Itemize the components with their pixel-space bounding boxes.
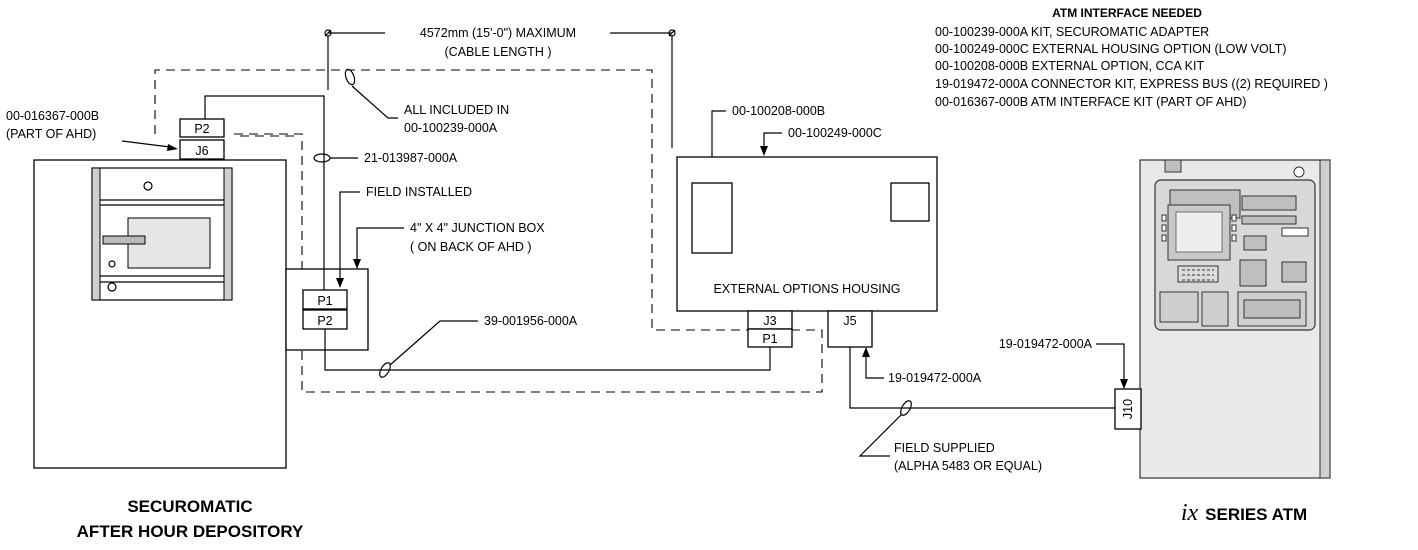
cable-39-callout: 39-001956-000A bbox=[484, 314, 578, 328]
junction-box: P1 P2 bbox=[285, 268, 369, 351]
junction-box-callout-line1: 4" X 4" JUNCTION BOX bbox=[410, 221, 545, 235]
cable-length-line2: (CABLE LENGTH ) bbox=[445, 45, 552, 59]
cable-length-line1: 4572mm (15'-0") MAXIMUM bbox=[420, 26, 576, 40]
connector-j5-label: J5 bbox=[843, 314, 856, 328]
connector-j3-label: J3 bbox=[763, 314, 776, 328]
connector-j10-label: J10 bbox=[1121, 399, 1135, 419]
field-supplied-line1: FIELD SUPPLIED bbox=[894, 441, 995, 455]
connector-j5 bbox=[827, 310, 873, 348]
connector-p2-top bbox=[179, 118, 225, 138]
ix-series-atm: J10 ix SERIES ATM bbox=[1114, 159, 1331, 526]
securomatic-title-line2: AFTER HOUR DEPOSITORY bbox=[77, 522, 304, 541]
cable-21-callout: 21-013987-000A bbox=[364, 151, 458, 165]
connector-p2-junction-label: P2 bbox=[317, 314, 332, 328]
field-installed-callout: FIELD INSTALLED bbox=[366, 185, 472, 199]
housing-option-callout: 00-100249-000C bbox=[788, 126, 882, 140]
interface-item: 00-016367-000B ATM INTERFACE KIT (PART O… bbox=[935, 95, 1246, 109]
atm-title-prefix: ix bbox=[1181, 500, 1199, 526]
housing-label: EXTERNAL OPTIONS HOUSING bbox=[713, 282, 900, 296]
cables bbox=[204, 95, 1115, 409]
all-included-line1: ALL INCLUDED IN bbox=[404, 103, 509, 117]
housing-component bbox=[890, 182, 930, 222]
connector-j6 bbox=[179, 139, 225, 160]
cca-board bbox=[691, 182, 733, 254]
interface-item: 19-019472-000A CONNECTOR KIT, EXPRESS BU… bbox=[935, 77, 1328, 91]
connector-p2-top-label: P2 bbox=[194, 122, 209, 136]
interface-needed-heading: ATM INTERFACE NEEDED bbox=[1052, 6, 1202, 20]
all-included-line2: 00-100239-000A bbox=[404, 121, 498, 135]
interface-needed-list: ATM INTERFACE NEEDED 00-100239-000A KIT,… bbox=[935, 6, 1328, 109]
connector-p1-housing bbox=[747, 328, 793, 348]
connector-j10 bbox=[1114, 388, 1142, 430]
field-supplied-line2: (ALPHA 5483 OR EQUAL) bbox=[894, 459, 1042, 473]
external-options-housing: EXTERNAL OPTIONS HOUSING J3 P1 J5 bbox=[676, 156, 938, 348]
interface-item: 00-100249-000C EXTERNAL HOUSING OPTION (… bbox=[935, 42, 1287, 56]
connector-j5-callout: 19-019472-000A bbox=[888, 371, 982, 385]
depository-panel bbox=[91, 167, 233, 301]
connector-j6-label: J6 bbox=[195, 144, 208, 158]
cable-length-dimension: 4572mm (15'-0") MAXIMUM (CABLE LENGTH ) bbox=[324, 26, 676, 148]
connector-p1-junction-label: P1 bbox=[317, 294, 332, 308]
adapter-kit-boundary bbox=[154, 69, 823, 393]
connector-p1-housing-label: P1 bbox=[762, 332, 777, 346]
interface-item: 00-100239-000A KIT, SECUROMATIC ADAPTER bbox=[935, 25, 1209, 39]
atm-title-suffix: SERIES ATM bbox=[1205, 505, 1307, 524]
atm-title: ix SERIES ATM bbox=[1181, 500, 1307, 526]
callouts: 00-016367-000B (PART OF AHD) ALL INCLUDE… bbox=[6, 85, 1128, 473]
securomatic-title-line1: SECUROMATIC bbox=[127, 497, 252, 516]
interface-item: 00-100208-000B EXTERNAL OPTION, CCA KIT bbox=[935, 59, 1204, 73]
connector-p1-junction bbox=[302, 289, 348, 310]
cca-kit-callout: 00-100208-000B bbox=[732, 104, 825, 118]
ahd-kit-callout-line2: (PART OF AHD) bbox=[6, 127, 96, 141]
junction-box-callout-line2: ( ON BACK OF AHD ) bbox=[410, 240, 532, 254]
connector-j10-callout: 19-019472-000A bbox=[999, 337, 1093, 351]
ahd-kit-callout-line1: 00-016367-000B bbox=[6, 109, 99, 123]
securomatic-depository: P2 J6 SECUROMATIC AFTER HOUR DEPOSITORY bbox=[33, 118, 304, 541]
